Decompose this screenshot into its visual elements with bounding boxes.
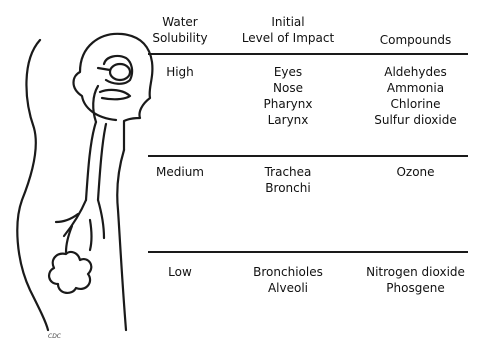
back-outline (17, 40, 48, 330)
throat-outline (117, 150, 126, 330)
compound-item: Phosgene (358, 280, 473, 296)
impact-item: Larynx (238, 112, 338, 128)
row-low-impact: Bronchioles Alveoli (238, 264, 338, 296)
compound-item: Chlorine (358, 96, 473, 112)
row-divider-high-medium (148, 155, 468, 157)
oral-cavity (100, 90, 130, 99)
row-high-compounds: Aldehydes Ammonia Chlorine Sulfur dioxid… (358, 64, 473, 128)
eye-outline (110, 64, 130, 80)
source-credit: CDC (48, 333, 61, 340)
row-high-solubility: High (140, 64, 220, 80)
header-impact-line-1: Initial (238, 14, 338, 30)
row-medium-compounds: Ozone (358, 164, 473, 180)
impact-item: Trachea (238, 164, 338, 180)
head-outline (74, 34, 153, 150)
trachea-wall (98, 124, 106, 200)
impact-item: Alveoli (238, 280, 338, 296)
row-high-impact: Eyes Nose Pharynx Larynx (238, 64, 338, 128)
header-compounds: Compounds (358, 32, 473, 48)
header-water-solubility: Water Solubility (140, 14, 220, 46)
bronchus-left (64, 200, 86, 236)
row-low-solubility: Low (140, 264, 220, 280)
compound-item: Sulfur dioxide (358, 112, 473, 128)
impact-item: Nose (238, 80, 338, 96)
compound-item: Nitrogen dioxide (358, 264, 473, 280)
header-solubility-line-1: Water (140, 14, 220, 30)
impact-item: Bronchi (238, 180, 338, 196)
header-impact-line-2: Level of Impact (238, 30, 338, 46)
pharynx (93, 86, 98, 122)
row-medium-solubility: Medium (140, 164, 220, 180)
row-medium-impact: Trachea Bronchi (238, 164, 338, 196)
row-divider-medium-low (148, 251, 468, 253)
trachea (86, 122, 96, 200)
impact-item: Pharynx (238, 96, 338, 112)
row-low-compounds: Nitrogen dioxide Phosgene (358, 264, 473, 296)
compound-item: Ammonia (358, 80, 473, 96)
compound-item: Aldehydes (358, 64, 473, 80)
header-solubility-line-2: Solubility (140, 30, 220, 46)
impact-item: Eyes (238, 64, 338, 80)
alveoli-cluster (49, 252, 91, 293)
bronchus-right (98, 200, 104, 238)
row-divider-header (148, 53, 468, 55)
compound-item: Ozone (358, 164, 473, 180)
header-initial-level-of-impact: Initial Level of Impact (238, 14, 338, 46)
bronchus-branch-c (90, 220, 92, 250)
glasses-arm (98, 68, 110, 70)
impact-item: Bronchioles (238, 264, 338, 280)
